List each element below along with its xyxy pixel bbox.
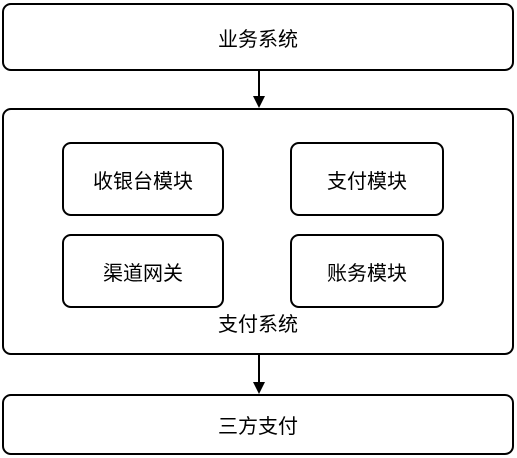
cashier-module-label: 收银台模块 [93, 168, 193, 193]
arrowhead-business-to-payment [253, 96, 265, 108]
cashier-module-box: 收银台模块 [62, 142, 224, 216]
business-system-box: 业务系统 [2, 3, 514, 71]
channel-gateway-box: 渠道网关 [62, 234, 224, 308]
third-party-payment-box: 三方支付 [2, 394, 514, 455]
business-system-label: 业务系统 [218, 26, 298, 51]
payment-system-label: 支付系统 [218, 312, 298, 336]
channel-gateway-label: 渠道网关 [103, 260, 183, 285]
payment-module-label: 支付模块 [327, 168, 407, 193]
third-party-payment-label: 三方支付 [218, 414, 298, 438]
payment-module-box: 支付模块 [290, 142, 444, 216]
arrowhead-payment-to-third-party [253, 382, 265, 394]
accounting-module-label: 账务模块 [327, 260, 407, 285]
accounting-module-box: 账务模块 [290, 234, 444, 308]
